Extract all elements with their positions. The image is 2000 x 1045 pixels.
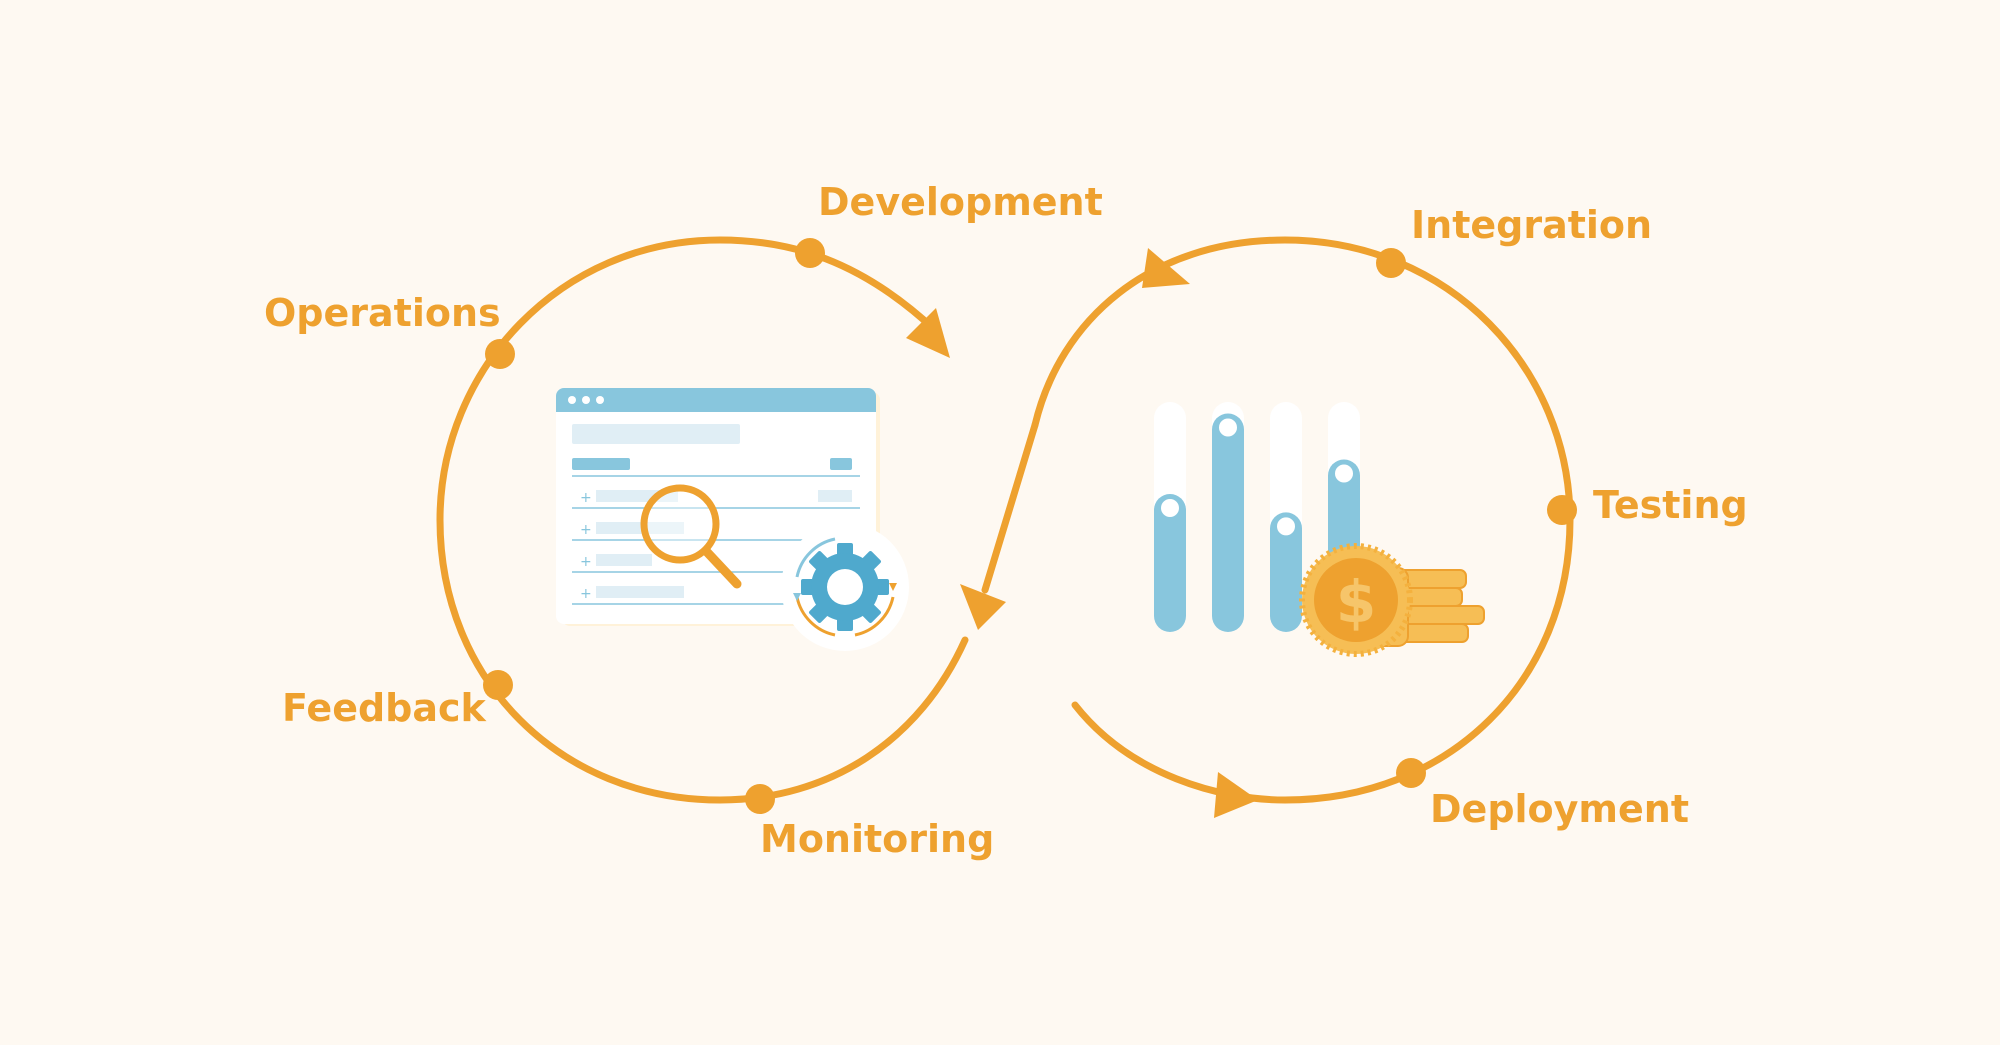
dot-operations: [485, 339, 515, 369]
bar-knob: [1331, 460, 1357, 487]
dot-integration: [1376, 248, 1406, 278]
bar-fill: [1270, 512, 1302, 632]
arrow-deployment-icon: [1214, 772, 1258, 818]
svg-text:+: +: [580, 554, 592, 570]
svg-text:+: +: [580, 586, 592, 602]
label-integration: Integration: [1411, 203, 1652, 247]
bar-fill: [1154, 494, 1186, 632]
bar-knob: [1215, 414, 1241, 441]
right-loop-upper-path: [1031, 236, 1574, 804]
dot-testing: [1547, 495, 1577, 525]
magnifier-icon: [640, 484, 742, 589]
svg-text:+: +: [580, 522, 592, 538]
crossing-path: [981, 421, 1039, 594]
stage-labels: Development Operations Feedback Monitori…: [264, 180, 1748, 861]
label-operations: Operations: [264, 291, 501, 335]
label-monitoring: Monitoring: [760, 817, 994, 861]
label-development: Development: [818, 180, 1103, 224]
gear-sync-icon: [781, 523, 909, 651]
dot-deployment: [1396, 758, 1426, 788]
stage-dots: [483, 238, 1577, 814]
svg-text:$: $: [1336, 568, 1376, 636]
dot-development: [795, 238, 825, 268]
arrow-crossing-icon: [960, 584, 1006, 630]
dollar-coin-icon: $: [1299, 543, 1485, 657]
arrow-development-icon: [906, 308, 950, 358]
label-deployment: Deployment: [1430, 787, 1689, 831]
bar-fill: [1212, 413, 1244, 632]
flow-arrows: [906, 248, 1258, 818]
label-testing: Testing: [1593, 483, 1748, 527]
dot-feedback: [483, 670, 513, 700]
bar-knob: [1157, 495, 1183, 521]
dot-monitoring: [745, 784, 775, 814]
label-feedback: Feedback: [282, 686, 487, 730]
arrow-integration-icon: [1142, 248, 1190, 288]
left-loop-path: [436, 236, 969, 804]
svg-text:+: +: [580, 490, 592, 506]
bar-knob: [1273, 513, 1299, 540]
